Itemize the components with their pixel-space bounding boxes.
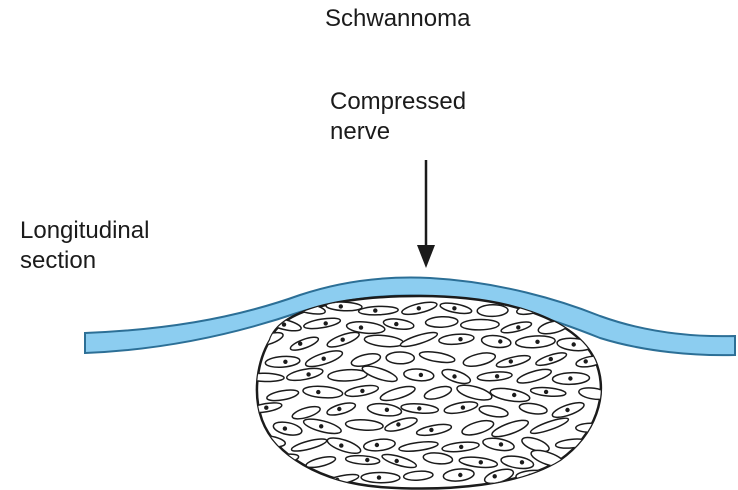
spindle-cell (461, 319, 500, 330)
cell-nucleus (459, 445, 463, 449)
cell-nucleus (569, 476, 573, 480)
cell-nucleus (458, 473, 462, 477)
tumor-mass (246, 296, 609, 489)
cell-nucleus (267, 478, 271, 482)
cell-nucleus (452, 374, 456, 378)
cell-nucleus (549, 357, 553, 361)
cell-nucleus (458, 337, 462, 341)
cell-nucleus (417, 406, 421, 410)
cell-nucleus (280, 457, 284, 461)
cell-nucleus (535, 340, 539, 344)
spindle-cell (570, 453, 603, 472)
cell-nucleus (263, 337, 267, 341)
spindle-cell (246, 373, 284, 382)
cell-nucleus (452, 306, 456, 310)
cell-nucleus (264, 439, 268, 443)
cell-nucleus (306, 372, 310, 376)
cell-nucleus (373, 308, 377, 312)
spindle-cell (552, 470, 586, 487)
cell-nucleus (509, 359, 513, 363)
spindle-cell (477, 304, 508, 316)
cell-nucleus (365, 458, 369, 462)
cell-nucleus (495, 374, 499, 378)
cell-nucleus (375, 443, 379, 447)
cell-nucleus (584, 359, 588, 363)
cell-nucleus (417, 306, 421, 310)
cell-nucleus (319, 424, 323, 428)
cell-nucleus (324, 321, 328, 325)
cell-nucleus (385, 408, 389, 412)
cell-nucleus (479, 460, 483, 464)
cell-nucleus (264, 406, 268, 410)
cell-nucleus (341, 338, 345, 342)
cell-nucleus (359, 325, 363, 329)
cell-nucleus (339, 304, 343, 308)
arrow-head (417, 245, 435, 268)
cell-nucleus (316, 390, 320, 394)
cell-nucleus (339, 443, 343, 447)
cell-nucleus (498, 339, 502, 343)
pointer-arrow (417, 160, 435, 268)
cell-nucleus (520, 460, 524, 464)
cell-nucleus (377, 475, 381, 479)
cell-nucleus (298, 342, 302, 346)
cell-nucleus (395, 459, 399, 463)
cell-nucleus (512, 393, 516, 397)
cell-nucleus (394, 322, 398, 326)
cell-nucleus (516, 325, 520, 329)
spindle-cell (250, 472, 281, 487)
cell-nucleus (396, 422, 400, 426)
cell-nucleus (283, 426, 287, 430)
cell-nucleus (568, 376, 572, 380)
cell-nucleus (429, 428, 433, 432)
cell-nucleus (419, 373, 423, 377)
cell-nucleus (499, 442, 503, 446)
cell-nucleus (283, 360, 287, 364)
cell-nucleus (360, 389, 364, 393)
cell-nucleus (322, 357, 326, 361)
cell-nucleus (461, 405, 465, 409)
cell-nucleus (493, 474, 497, 478)
cell-nucleus (544, 390, 548, 394)
cell-nucleus (565, 408, 569, 412)
spindle-cell (269, 452, 300, 465)
spindle-cell (386, 352, 414, 364)
cell-nucleus (572, 342, 576, 346)
cell-nucleus (337, 407, 341, 411)
